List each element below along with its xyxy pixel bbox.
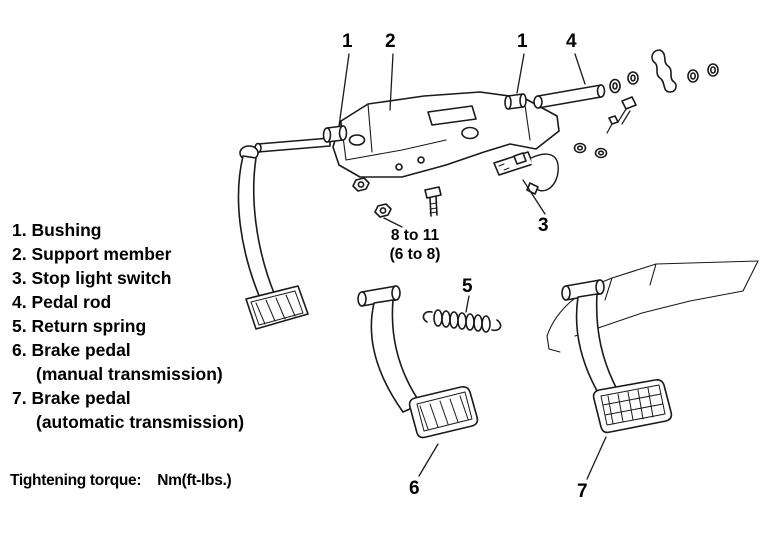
tightening-torque-label: Tightening torque: xyxy=(10,472,142,489)
parts-list: 1. Bushing 2. Support member 3. Stop lig… xyxy=(12,218,244,434)
parts-list-item: 1. Bushing xyxy=(12,220,102,240)
callout-bushing-right: 1 xyxy=(517,31,528,52)
bushing-right xyxy=(504,93,527,110)
bushing-left xyxy=(322,125,348,143)
left-pedal xyxy=(237,145,309,330)
torque-value-ftlbs: (6 to 8) xyxy=(389,246,441,263)
return-spring xyxy=(422,309,502,333)
pivot-shaft xyxy=(254,137,331,154)
parts-list-item: 6. Brake pedal xyxy=(12,340,131,360)
torque-value-nm: 8 to 11 xyxy=(390,227,440,244)
parts-list-item: 2. Support member xyxy=(12,244,172,264)
callout-support-member: 2 xyxy=(385,31,396,52)
parts-list-item: 5. Return spring xyxy=(12,316,147,336)
callout-return-spring: 5 xyxy=(462,276,473,297)
pedal-rod xyxy=(533,84,606,109)
hardware-right xyxy=(573,49,719,159)
leader-lines xyxy=(338,53,607,480)
tightening-torque-units: Nm(ft-lbs.) xyxy=(157,472,232,489)
hardware-center xyxy=(352,177,442,218)
torque-note: 8 to 11 (6 to 8) xyxy=(372,226,458,264)
brake-pedal-manual xyxy=(357,285,479,439)
support-member xyxy=(332,91,560,178)
callout-brake-pedal-automatic: 7 xyxy=(577,481,588,502)
parts-list-item: 4. Pedal rod xyxy=(12,292,112,312)
parts-list-item: 3. Stop light switch xyxy=(12,268,172,288)
callout-pedal-rod: 4 xyxy=(566,31,577,52)
parts-list-item-sub: (manual transmission) xyxy=(36,364,223,384)
parts-list-item: 7. Brake pedal xyxy=(12,388,131,408)
parts-list-item-sub: (automatic transmission) xyxy=(36,412,245,432)
tightening-torque-legend: Tightening torque: Nm(ft-lbs.) xyxy=(10,472,232,490)
callout-stop-light-switch: 3 xyxy=(538,215,549,236)
stop-light-switch xyxy=(493,151,559,195)
brake-pedal-automatic xyxy=(561,279,673,434)
callout-brake-pedal-manual: 6 xyxy=(409,478,420,499)
callout-bushing-left: 1 xyxy=(342,31,353,52)
